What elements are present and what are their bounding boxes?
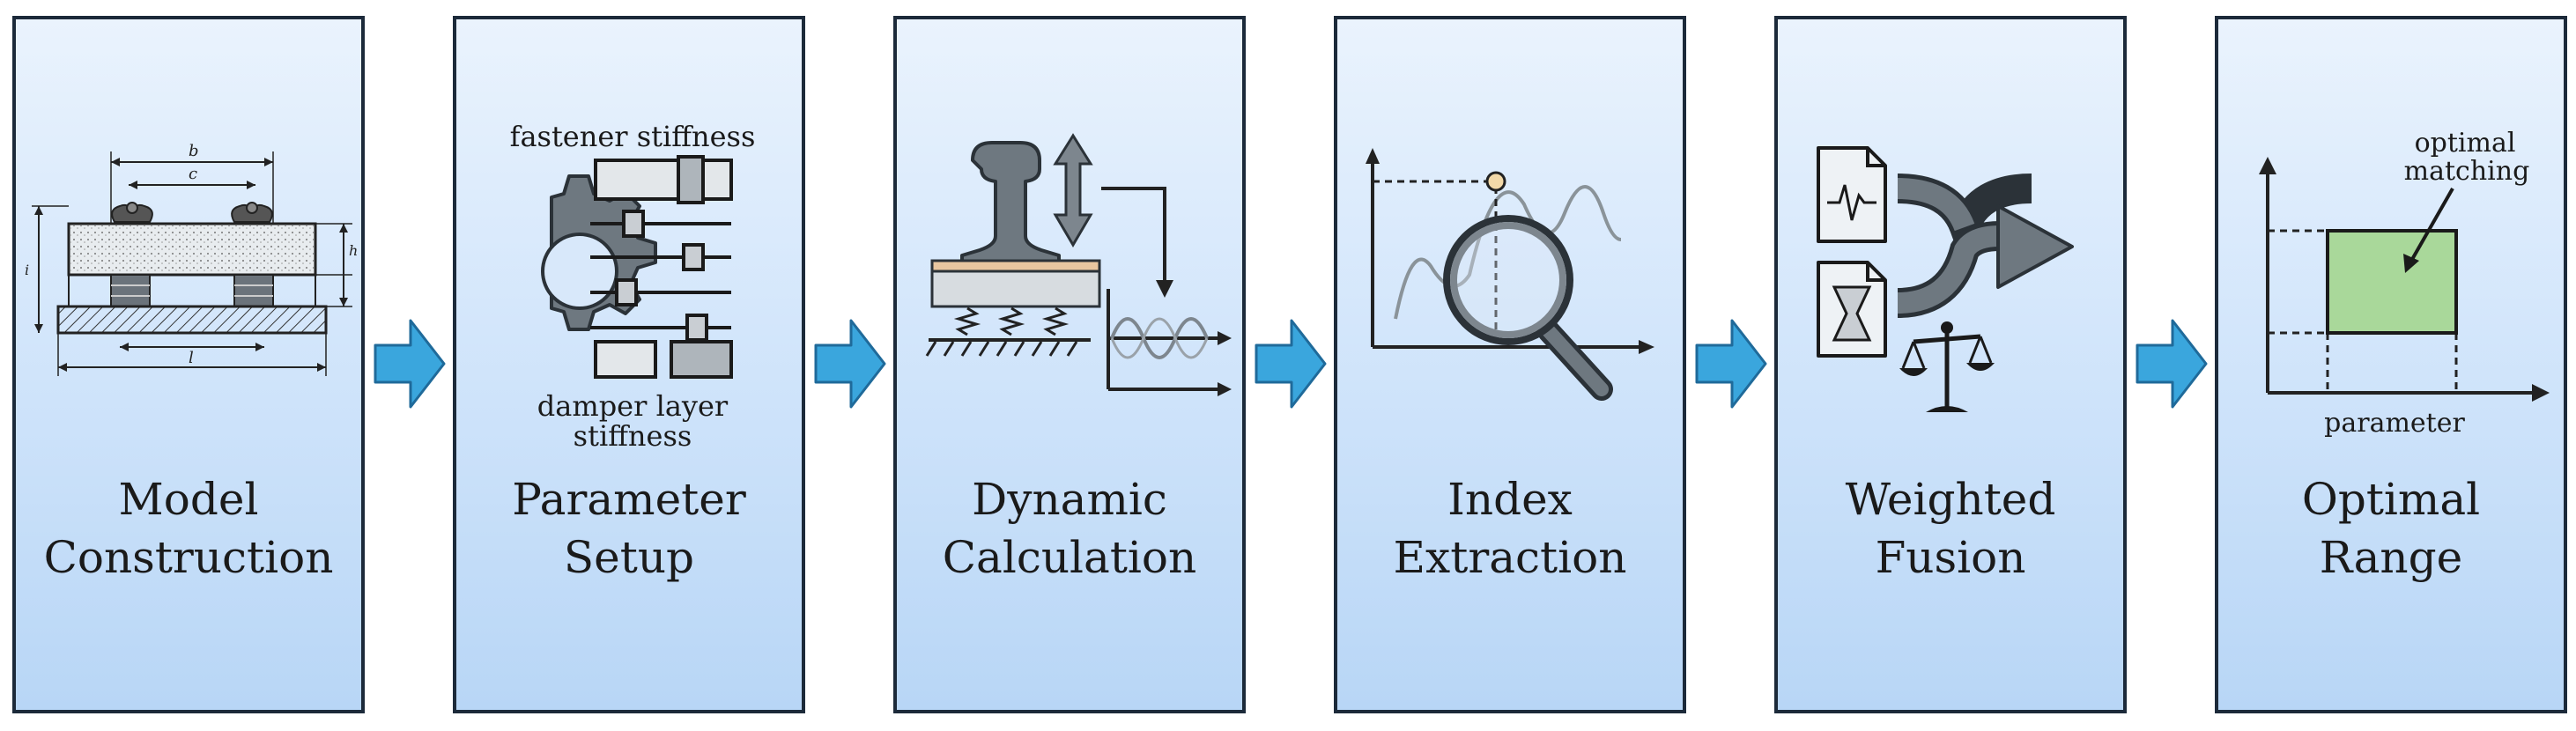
dim-h-label: h <box>349 242 358 259</box>
documents-merge-scale-icon <box>1817 146 2074 412</box>
optimal-range-plot-icon: optimal matching parameter <box>2259 128 2550 439</box>
damper-layer-label: damper layer <box>537 389 729 423</box>
step-title-line2: Calculation <box>942 532 1197 583</box>
step-title-line1: Parameter <box>512 474 746 525</box>
dim-b-label: b <box>189 142 199 160</box>
fastener-left <box>111 202 153 223</box>
step-title-line2: Setup <box>563 532 695 583</box>
step-title-line1: Index <box>1447 474 1573 525</box>
step-title: Parameter Setup <box>456 470 802 587</box>
slider-group <box>590 155 733 379</box>
step-title: Model Construction <box>16 470 361 587</box>
rail-spring-wave-icon <box>925 133 1232 396</box>
step-panel-model-construction: b c l i <box>12 16 365 713</box>
fastener-right <box>231 202 273 223</box>
parameter-axis-label: parameter <box>2324 408 2465 439</box>
dim-c-label: c <box>189 165 197 183</box>
step-title-line1: Optimal <box>2301 474 2481 525</box>
step-title: Index Extraction <box>1337 470 1683 587</box>
matching-label: matching <box>2404 156 2530 187</box>
step-title-line1: Model <box>118 474 259 525</box>
flow-arrow-2 <box>812 317 888 414</box>
gear-sliders-icon: fastener stiffness damper layer stiffnes… <box>510 120 756 453</box>
flow-arrow-4 <box>1693 317 1769 414</box>
signal-document-icon <box>1817 146 1887 243</box>
step-title-line2: Construction <box>43 532 334 583</box>
step-panel-index-extraction: Index Extraction <box>1334 16 1686 713</box>
step-panel-parameter-setup: fastener stiffness damper layer stiffnes… <box>453 16 805 713</box>
step-panel-dynamic-calculation: Dynamic Calculation <box>893 16 1246 713</box>
dim-i-label: i <box>25 262 29 278</box>
track-cross-section-icon: b c l i <box>25 142 358 376</box>
step-panel-optimal-range: optimal matching parameter Optimal Range <box>2215 16 2567 713</box>
damper-stiffness-label: stiffness <box>574 419 692 453</box>
step-title: Optimal Range <box>2218 470 2564 587</box>
rail-icon <box>960 141 1061 273</box>
flow-arrow-5 <box>2134 317 2210 414</box>
flow-arrow-3 <box>1253 317 1329 414</box>
dim-l-label: l <box>189 349 194 367</box>
magnifier-curve-icon <box>1366 148 1654 401</box>
vertical-motion-arrow-icon <box>1053 133 1093 247</box>
step-title-line1: Dynamic <box>972 474 1167 525</box>
step-title-line2: Range <box>2319 532 2463 583</box>
step-title-line1: Weighted <box>1845 474 2056 525</box>
step-title-line2: Fusion <box>1875 532 2026 583</box>
hourglass-document-icon <box>1817 261 1887 358</box>
step-title: Dynamic Calculation <box>897 470 1242 587</box>
fastener-stiffness-label: fastener stiffness <box>510 120 756 153</box>
merge-arrow-icon <box>1897 174 2074 318</box>
step-panel-weighted-fusion: Weighted Fusion <box>1774 16 2127 713</box>
optimal-label: optimal <box>2415 128 2516 159</box>
step-title: Weighted Fusion <box>1778 470 2123 587</box>
flow-arrow-1 <box>372 317 448 414</box>
magnifier-icon <box>1443 215 1613 401</box>
step-title-line2: Extraction <box>1393 532 1627 583</box>
balance-scale-icon <box>1899 321 1995 412</box>
optimal-region <box>2326 229 2458 335</box>
